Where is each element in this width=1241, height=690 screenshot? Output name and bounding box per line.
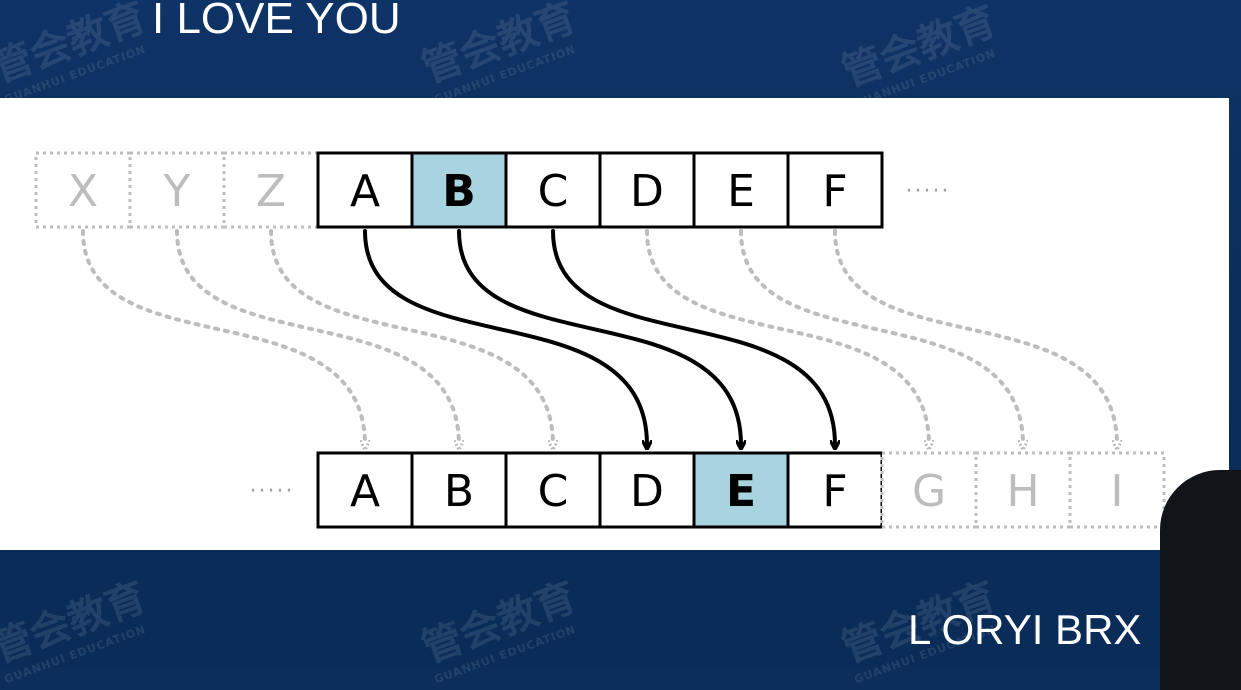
cell-box	[128, 151, 226, 229]
cell-box	[692, 151, 790, 229]
cell-letter: D	[630, 166, 664, 217]
shift-arrows	[81, 229, 1117, 445]
cell-letter: D	[630, 466, 664, 517]
cell-letter: Y	[163, 166, 191, 217]
ellipsis: ·····	[250, 479, 295, 504]
letter-cell: E	[692, 151, 790, 229]
letter-cell: F	[786, 151, 884, 229]
shift-arrow-faded	[269, 229, 553, 445]
cell-letter: B	[442, 166, 476, 217]
letter-cell: A	[316, 151, 414, 229]
letter-cell: I	[1068, 451, 1166, 529]
cell-letter: C	[538, 166, 569, 217]
cell-letter: A	[350, 166, 380, 217]
cell-box	[974, 451, 1072, 529]
cell-letter: F	[822, 166, 847, 217]
cell-letter: I	[1111, 466, 1124, 517]
shift-arrow-faded	[645, 229, 929, 445]
cell-box	[598, 451, 696, 529]
cell-letter: E	[726, 466, 756, 517]
cell-box	[504, 451, 602, 529]
cell-box	[504, 151, 602, 229]
cell-box	[410, 151, 508, 229]
shift-arrow-faded	[739, 229, 1023, 445]
letter-cell: A	[316, 451, 414, 529]
cell-box	[222, 151, 320, 229]
letter-cell: D	[598, 451, 696, 529]
letter-cell: C	[504, 451, 602, 529]
plain-alphabet-row: X Y Z A B C D E F ·····	[34, 151, 951, 229]
cell-box	[692, 451, 790, 529]
cell-letter: C	[538, 466, 569, 517]
shift-arrow	[457, 229, 741, 445]
letter-cell: H	[974, 451, 1072, 529]
shifted-alphabet-row: ····· A B C D E F G H I	[250, 451, 1166, 529]
letter-cell: C	[504, 151, 602, 229]
cell-box	[786, 151, 884, 229]
plaintext-label: I LOVE YOU	[152, 0, 401, 43]
cell-letter: G	[912, 466, 946, 517]
cell-letter: H	[1006, 466, 1039, 517]
cell-letter: B	[444, 466, 474, 517]
shift-arrow	[363, 229, 647, 445]
ciphertext-label: L ORYI BRX	[908, 606, 1142, 653]
cell-box	[1068, 451, 1166, 529]
letter-cell: X	[34, 151, 132, 229]
letter-cell: Y	[128, 151, 226, 229]
letter-cell: B	[410, 451, 508, 529]
letter-cell: E	[692, 451, 790, 529]
shift-arrow	[551, 229, 835, 445]
letter-cell: F	[786, 451, 884, 529]
cipher-diagram-canvas: X Y Z A B C D E F ····· ····· A B C D E F G H I	[34, 151, 1166, 529]
cell-box	[880, 451, 978, 529]
cell-letter: X	[68, 166, 98, 217]
shift-arrow-faded	[175, 229, 459, 445]
letter-cell: G	[880, 451, 978, 529]
letter-cell: D	[598, 151, 696, 229]
cell-letter: Z	[256, 166, 286, 217]
cell-box	[316, 451, 414, 529]
cell-letter: F	[822, 466, 847, 517]
presenter-image	[1160, 470, 1241, 690]
letter-cell: Z	[222, 151, 320, 229]
cell-letter: E	[727, 166, 755, 217]
cell-box	[34, 151, 132, 229]
shift-arrow-faded	[833, 229, 1117, 445]
shift-arrow-faded	[81, 229, 365, 445]
ellipsis: ·····	[906, 179, 951, 204]
cell-box	[598, 151, 696, 229]
cell-box	[316, 151, 414, 229]
letter-cell: B	[410, 151, 508, 229]
caesar-cipher-diagram: X Y Z A B C D E F ····· ····· A B C D E F G H I	[0, 98, 1229, 550]
cell-letter: A	[350, 466, 380, 517]
